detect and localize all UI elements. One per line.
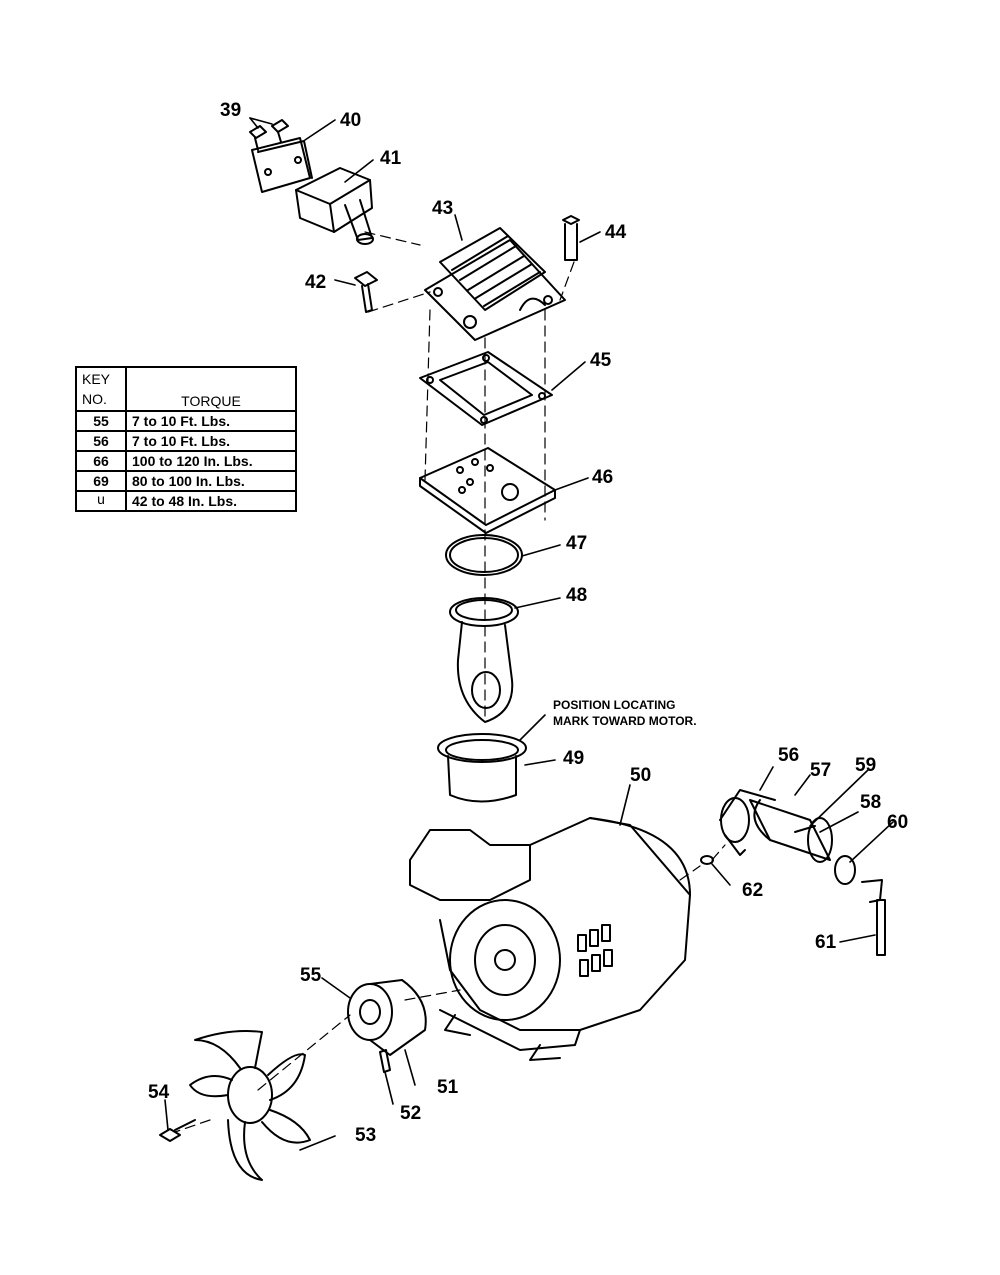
table-torque-cell: 7 to 10 Ft. Lbs. — [125, 410, 297, 432]
table-torque-cell: 42 to 48 In. Lbs. — [125, 490, 297, 512]
part-50-motor — [409, 817, 691, 1061]
callout-50: 50 — [630, 765, 652, 786]
callout-61: 61 — [815, 932, 837, 953]
position-note-line-2: MARK TOWARD MOTOR. — [553, 714, 697, 728]
torque-header-label: TORQUE — [181, 393, 241, 409]
table-torque-cell: 7 to 10 Ft. Lbs. — [125, 430, 297, 452]
callout-46: 46 — [592, 467, 614, 488]
torque-table: KEY NO. TORQUE 55 7 to 10 Ft. Lbs. 56 7 … — [75, 366, 297, 512]
key-no-header: KEY NO. — [75, 366, 127, 412]
callout-48: 48 — [566, 585, 588, 606]
callout-39: 39 — [220, 100, 242, 121]
table-torque-cell: 80 to 100 In. Lbs. — [125, 470, 297, 492]
callout-62: 62 — [742, 880, 764, 901]
callout-56: 56 — [778, 745, 800, 766]
part-61-terminal — [861, 879, 886, 956]
table-key-cell: 69 — [75, 470, 127, 492]
part-53-fan — [189, 1030, 311, 1181]
callout-60: 60 — [887, 812, 909, 833]
callout-52: 52 — [400, 1103, 422, 1124]
part-41-filter — [295, 167, 374, 245]
callout-59: 59 — [855, 755, 877, 776]
part-45-gasket — [419, 351, 553, 426]
key-header-bottom: NO. — [82, 391, 107, 407]
part-43-head — [424, 227, 566, 341]
part-42-bolt — [354, 271, 378, 313]
position-note: POSITION LOCATING MARK TOWARD MOTOR. — [553, 697, 697, 729]
table-key-cell: 55 — [75, 410, 127, 432]
table-row: u 42 to 48 In. Lbs. — [75, 490, 297, 512]
callout-45: 45 — [590, 350, 612, 371]
callout-40: 40 — [340, 110, 362, 131]
part-57-screw — [794, 825, 816, 833]
torque-table-header: KEY NO. TORQUE — [75, 366, 297, 412]
table-row: 66 100 to 120 In. Lbs. — [75, 450, 297, 472]
callout-58: 58 — [860, 792, 882, 813]
part-47-oring — [445, 534, 523, 576]
callout-51: 51 — [437, 1077, 459, 1098]
part-54-bolt — [159, 1119, 196, 1142]
callout-41: 41 — [380, 148, 402, 169]
table-row: 55 7 to 10 Ft. Lbs. — [75, 410, 297, 432]
callout-49: 49 — [563, 748, 585, 769]
part-60-washer — [834, 855, 856, 885]
position-note-line-1: POSITION LOCATING — [553, 698, 676, 712]
callout-57: 57 — [810, 760, 832, 781]
part-46-valve-plate — [419, 447, 556, 534]
callout-44: 44 — [605, 222, 627, 243]
callout-47: 47 — [566, 533, 588, 554]
part-40-plate — [251, 137, 313, 193]
key-header-top: KEY — [82, 371, 111, 387]
part-62-washer — [700, 855, 714, 865]
table-torque-cell: 100 to 120 In. Lbs. — [125, 450, 297, 472]
table-key-cell: 56 — [75, 430, 127, 452]
part-49-sleeve — [437, 733, 527, 803]
callout-42: 42 — [305, 272, 327, 293]
callout-54: 54 — [148, 1082, 170, 1103]
table-row: 56 7 to 10 Ft. Lbs. — [75, 430, 297, 452]
part-56-cap — [719, 789, 776, 856]
part-44-fitting — [562, 215, 580, 261]
part-58-capacitor — [749, 799, 833, 863]
part-48-connecting-rod — [449, 597, 519, 723]
table-key-cell: 66 — [75, 450, 127, 472]
part-52-set-screw — [379, 1049, 391, 1073]
part-39-screws — [249, 119, 289, 151]
callout-43: 43 — [432, 198, 454, 219]
callout-53: 53 — [355, 1125, 377, 1146]
part-51-pulley — [347, 979, 427, 1056]
callout-55: 55 — [300, 965, 322, 986]
table-key-cell: u — [75, 490, 127, 512]
table-row: 69 80 to 100 In. Lbs. — [75, 470, 297, 492]
torque-header: TORQUE — [125, 366, 297, 412]
